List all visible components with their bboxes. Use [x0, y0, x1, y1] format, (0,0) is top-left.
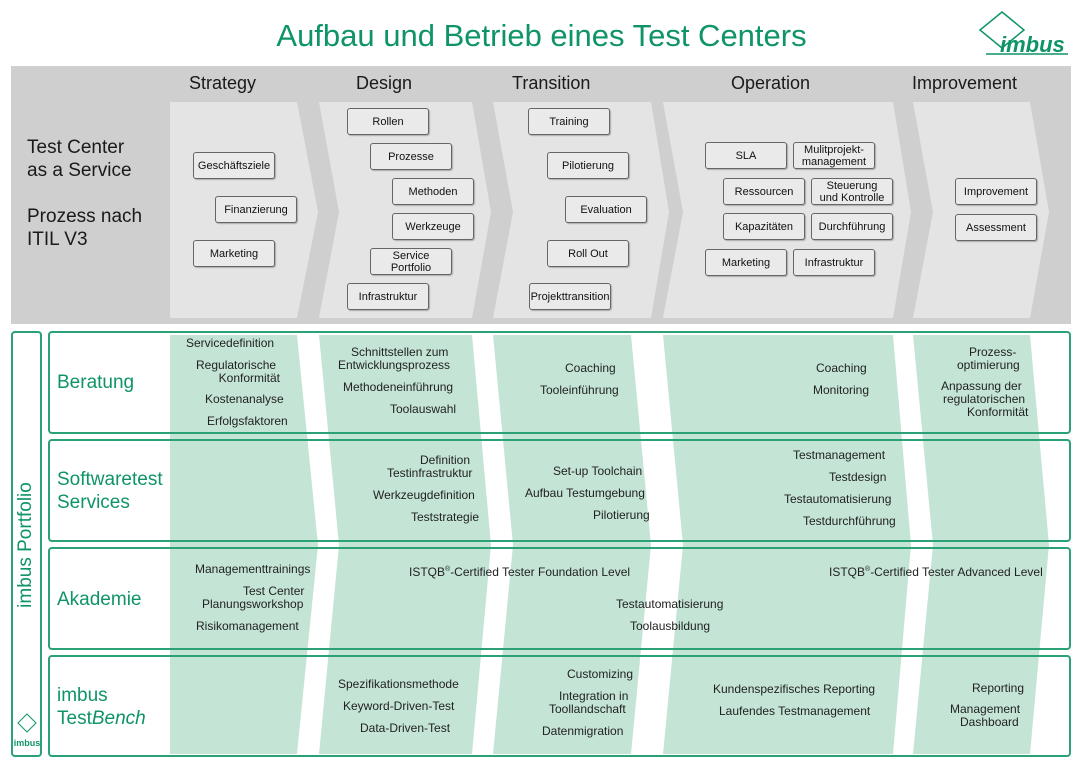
- box-projekttransition: Projekttransition: [529, 283, 611, 310]
- portfolio-label: imbus Portfolio: [15, 482, 36, 608]
- testbench-improvement-item: Reporting: [972, 681, 1025, 695]
- beratung-strategy-item: Regulatorische: [196, 358, 277, 372]
- akademie-strategy-item: Managementtrainings: [195, 562, 311, 576]
- beratung-improvement-item: Prozess-: [969, 345, 1017, 359]
- row-label-beratung: Beratung: [57, 372, 135, 393]
- beratung-strategy-item: Konformität: [218, 371, 280, 385]
- beratung-strategy-item: Servicedefinition: [186, 336, 275, 350]
- beratung-design-item: Methodeneinführung: [343, 380, 454, 394]
- testbench-operation-item: Kundenspezifisches Reporting: [713, 682, 876, 696]
- beratung-operation-item: Monitoring: [813, 383, 870, 397]
- beratung-transition-item: Tooleinführung: [540, 383, 619, 397]
- box-sla: SLA: [705, 142, 787, 169]
- page-title: Aufbau und Betrieb eines Test Centers: [276, 18, 807, 53]
- phase-strategy: Strategy: [189, 73, 257, 93]
- small-logo-text: imbus: [14, 738, 40, 748]
- software-transition-item: Pilotierung: [593, 508, 650, 522]
- beratung-transition-item: Coaching: [565, 361, 616, 375]
- akademie-istqb-advanced: ISTQB®-Certified Tester Advanced Level: [829, 565, 1043, 579]
- itil-label: Prozess nach ITIL V3: [27, 206, 143, 250]
- beratung-improvement-item: regulatorischen: [943, 392, 1026, 406]
- software-design-item: Testinfrastruktur: [387, 466, 473, 480]
- phase-transition: Transition: [512, 73, 591, 93]
- testbench-design-item: Keyword-Driven-Test: [343, 699, 455, 713]
- akademie-strategy-item: Planungsworkshop: [202, 597, 304, 611]
- akademie-transition-item: Testautomatisierung: [616, 597, 724, 611]
- box-marketing-op: Marketing: [705, 249, 787, 276]
- beratung-design-item: Entwicklungsprozess: [338, 358, 451, 372]
- imbus-logo: imbus: [976, 10, 1072, 60]
- phase-design: Design: [356, 73, 413, 93]
- beratung-improvement-item: Konformität: [967, 405, 1029, 419]
- beratung-strategy-item: Kostenanalyse: [205, 392, 284, 406]
- box-training: Training: [528, 108, 610, 135]
- phase-operation: Operation: [731, 73, 811, 93]
- box-ressourcen: Ressourcen: [723, 178, 805, 205]
- software-design-item: Werkzeugdefinition: [373, 488, 475, 502]
- testbench-transition-item: Integration in: [559, 689, 629, 703]
- box-prozesse: Prozesse: [370, 143, 452, 170]
- testbench-improvement-item: Dashboard: [960, 715, 1019, 729]
- small-logo-icon: imbus: [14, 713, 40, 748]
- akademie-istqb-foundation: ISTQB®-Certified Tester Foundation Level: [409, 565, 631, 579]
- testbench-design-item: Data-Driven-Test: [360, 721, 451, 735]
- box-evaluation: Evaluation: [565, 196, 647, 223]
- akademie-strategy-item: Risikomanagement: [196, 619, 299, 633]
- row-label-softwaretest: Softwaretest Services: [57, 469, 163, 513]
- box-marketing: Marketing: [193, 240, 275, 267]
- row-frame-testbench: [48, 655, 1071, 757]
- box-steuerung: Steuerung und Kontrolle: [811, 178, 893, 205]
- testbench-improvement-item: Management: [950, 702, 1021, 716]
- software-design-item: Teststrategie: [411, 510, 480, 524]
- row-frame-softwaretest: [48, 439, 1071, 542]
- box-kapazitaeten: Kapazitäten: [723, 213, 805, 240]
- beratung-operation-item: Coaching: [816, 361, 867, 375]
- logo-diamond-icon: [978, 11, 1068, 55]
- portfolio-frame: [11, 331, 42, 757]
- box-assessment: Assessment: [955, 214, 1037, 241]
- box-roll-out: Roll Out: [547, 240, 629, 267]
- box-rollen: Rollen: [347, 108, 429, 135]
- software-design-item: Definition: [420, 453, 471, 467]
- box-finanzierung: Finanzierung: [215, 196, 297, 223]
- box-methoden: Methoden: [392, 178, 474, 205]
- box-durchfuehrung: Durchführung: [811, 213, 893, 240]
- akademie-strategy-item: Test Center: [243, 584, 305, 598]
- row-label-testbench: imbus TestBench: [57, 685, 146, 729]
- software-transition-item: Aufbau Testumgebung: [525, 486, 645, 500]
- phase-improvement: Improvement: [912, 73, 1018, 93]
- testbench-operation-item: Laufendes Testmanagement: [719, 704, 871, 718]
- akademie-transition-item: Toolausbildung: [630, 619, 711, 633]
- box-infrastruktur-op: Infrastruktur: [793, 249, 875, 276]
- beratung-improvement-item: Anpassung der: [941, 379, 1022, 393]
- testbench-design-item: Spezifikationsmethode: [338, 677, 459, 691]
- software-operation-item: Testmanagement: [793, 448, 886, 462]
- testbench-transition-item: Toollandschaft: [549, 702, 626, 716]
- box-infrastruktur-design: Infrastruktur: [347, 283, 429, 310]
- box-werkzeuge: Werkzeuge: [392, 213, 474, 240]
- box-improvement: Improvement: [955, 178, 1037, 205]
- service-label: Test Center as a Service: [27, 137, 132, 181]
- testbench-transition-item: Customizing: [567, 667, 634, 681]
- row-label-akademie: Akademie: [57, 589, 142, 610]
- box-service-portfolio: Service Portfolio: [370, 248, 452, 275]
- beratung-design-item: Schnittstellen zum: [351, 345, 449, 359]
- box-geschaeftsziele: Geschäftsziele: [193, 152, 275, 179]
- row-frame-akademie: [48, 547, 1071, 650]
- logo-text: imbus: [1000, 32, 1065, 57]
- software-operation-item: Testautomatisierung: [784, 492, 892, 506]
- beratung-strategy-item: Erfolgsfaktoren: [207, 414, 288, 428]
- beratung-improvement-item: optimierung: [957, 358, 1020, 372]
- software-transition-item: Set-up Toolchain: [553, 464, 643, 478]
- software-operation-item: Testdurchführung: [803, 514, 896, 528]
- software-operation-item: Testdesign: [829, 470, 887, 484]
- box-multiprojekt: Mulitprojekt-management: [793, 142, 875, 169]
- box-pilotierung: Pilotierung: [547, 152, 629, 179]
- row-frame-beratung: [48, 331, 1071, 434]
- beratung-design-item: Toolauswahl: [390, 402, 457, 416]
- testbench-transition-item: Datenmigration: [542, 724, 624, 738]
